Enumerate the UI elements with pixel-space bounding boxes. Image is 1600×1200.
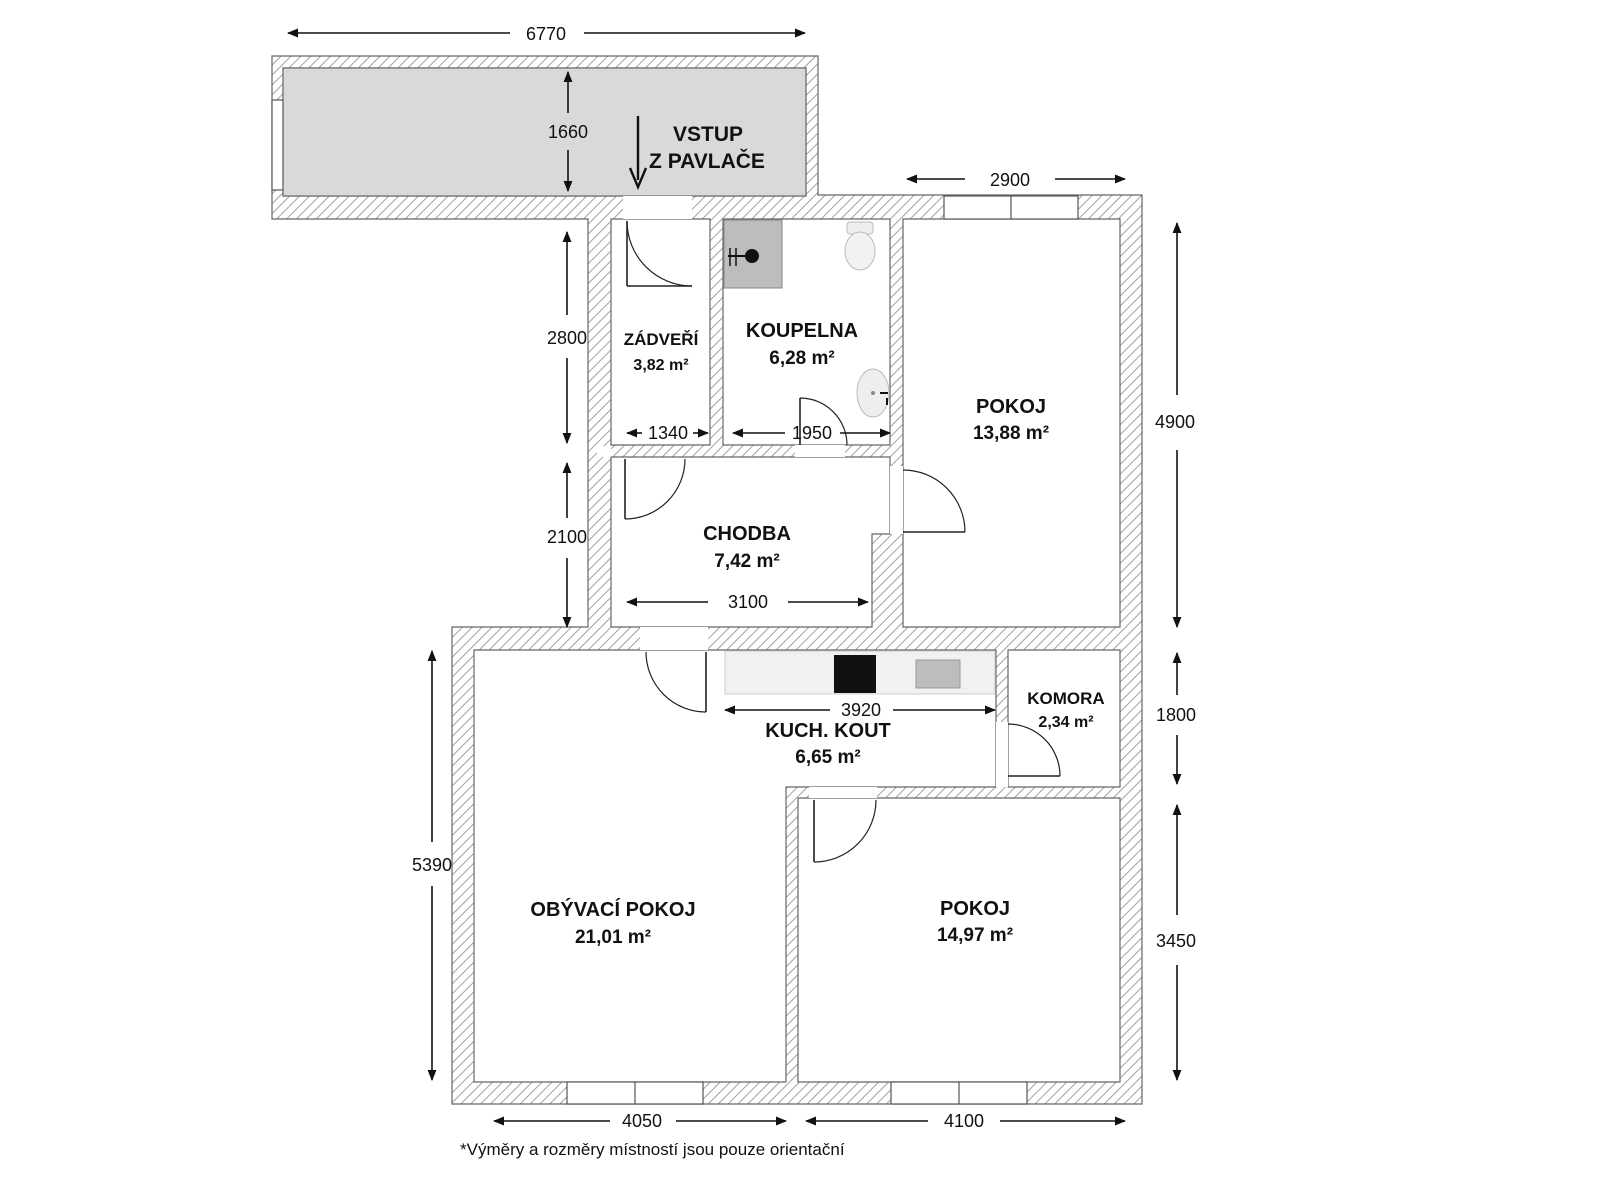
dim-zadveri-width: 1340	[648, 423, 688, 443]
door-pokoj-lower	[813, 799, 877, 863]
dim-living-height: 5390	[412, 855, 452, 875]
shower-icon	[723, 219, 783, 289]
dim-kitchen-width: 3920	[841, 700, 881, 720]
dim-chodba-height: 2100	[547, 527, 587, 547]
cooktop-icon	[834, 655, 876, 693]
room-zadveri-label: ZÁDVEŘÍ	[624, 330, 700, 349]
room-koupelna-label: KOUPELNA	[746, 320, 858, 342]
room-pokoj-lower-area: 14,97 m²	[937, 925, 1013, 946]
disclaimer-note: *Výměry a rozměry místností jsou pouze o…	[460, 1140, 845, 1159]
room-komora-label: KOMORA	[1027, 689, 1104, 708]
kitchen-sink-icon	[915, 659, 961, 689]
door-entry	[626, 220, 693, 287]
door-koupelna	[799, 397, 848, 446]
room-koupelna-area: 6,28 m²	[769, 348, 834, 369]
room-pokoj-upper-label: POKOJ	[976, 396, 1046, 418]
window	[271, 99, 284, 191]
entry-label-line1: VSTUP	[673, 123, 743, 146]
dimension-lines	[286, 28, 1182, 1126]
toilet-icon	[844, 221, 876, 271]
dim-balcony-depth: 1660	[548, 122, 588, 142]
room-kuch-kout-label: KUCH. KOUT	[765, 720, 891, 742]
dim-koupelna-width: 1950	[792, 423, 832, 443]
room-chodba-label: CHODBA	[703, 523, 791, 545]
dim-right-upper-width: 2900	[990, 170, 1030, 190]
dim-komora-height: 1800	[1156, 705, 1196, 725]
dim-chodba-width: 3100	[728, 592, 768, 612]
room-obyvaci-label: OBÝVACÍ POKOJ	[530, 897, 695, 921]
dim-pokoj-upper-height: 4900	[1155, 412, 1195, 432]
dim-zadveri-height: 2800	[547, 328, 587, 348]
dim-pokoj-lower-height: 3450	[1156, 931, 1196, 951]
sink-icon	[856, 368, 890, 418]
room-kuch-kout-area: 6,65 m²	[795, 747, 860, 768]
door-pokoj-upper	[902, 469, 966, 533]
room-chodba-area: 7,42 m²	[714, 551, 779, 572]
entry-arrow-icon	[628, 116, 648, 191]
door-living	[645, 651, 707, 713]
room-komora-area: 2,34 m²	[1038, 714, 1093, 731]
dim-bottom-left-width: 4050	[622, 1111, 662, 1131]
room-pokoj-upper-area: 13,88 m²	[973, 423, 1049, 444]
room-obyvaci-area: 21,01 m²	[575, 927, 651, 948]
balcony-area	[282, 67, 807, 197]
room-pokoj-lower-label: POKOJ	[940, 898, 1010, 920]
dim-top-width: 6770	[526, 24, 566, 44]
entry-label-line2: Z PAVLAČE	[649, 149, 765, 173]
door-komora	[1007, 723, 1061, 777]
door-chodba	[624, 458, 686, 520]
room-zadveri-area: 3,82 m²	[633, 357, 688, 374]
kitchen-counter	[724, 650, 996, 695]
dim-bottom-right-width: 4100	[944, 1111, 984, 1131]
